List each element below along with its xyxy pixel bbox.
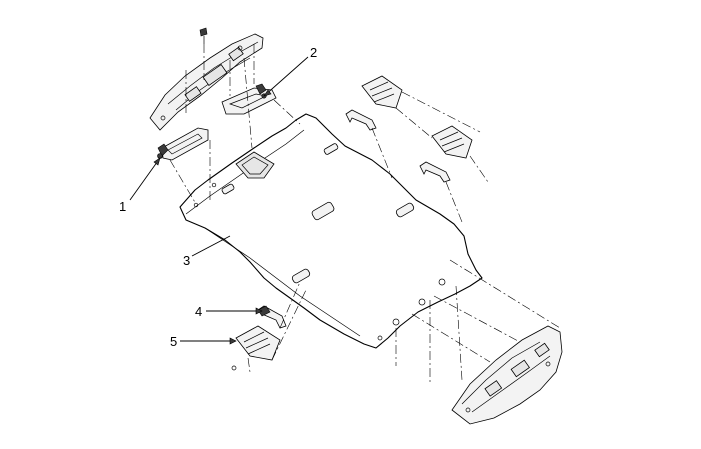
callout-1: 1	[119, 199, 126, 214]
callout-5: 5	[170, 334, 177, 349]
rear-header-rail	[451, 325, 563, 425]
callout-2: 2	[310, 45, 317, 60]
leader-1	[129, 157, 161, 201]
leader-2	[263, 56, 309, 97]
front-header-rail	[149, 33, 264, 131]
callout-4: 4	[195, 304, 202, 319]
leader-lines	[129, 56, 309, 345]
handle-bracket	[231, 325, 281, 371]
sun-visor-left	[157, 127, 209, 161]
rear-assist-handle-upper	[345, 109, 451, 183]
assist-handle-front	[257, 305, 287, 329]
callout-3: 3	[183, 253, 190, 268]
assembly-lines	[169, 44, 561, 382]
header-screw-icon	[199, 27, 208, 44]
rear-bracket-upper	[361, 75, 473, 159]
roof-headliner	[179, 113, 483, 349]
sun-visor-right	[221, 83, 277, 115]
leader-3	[191, 235, 231, 257]
